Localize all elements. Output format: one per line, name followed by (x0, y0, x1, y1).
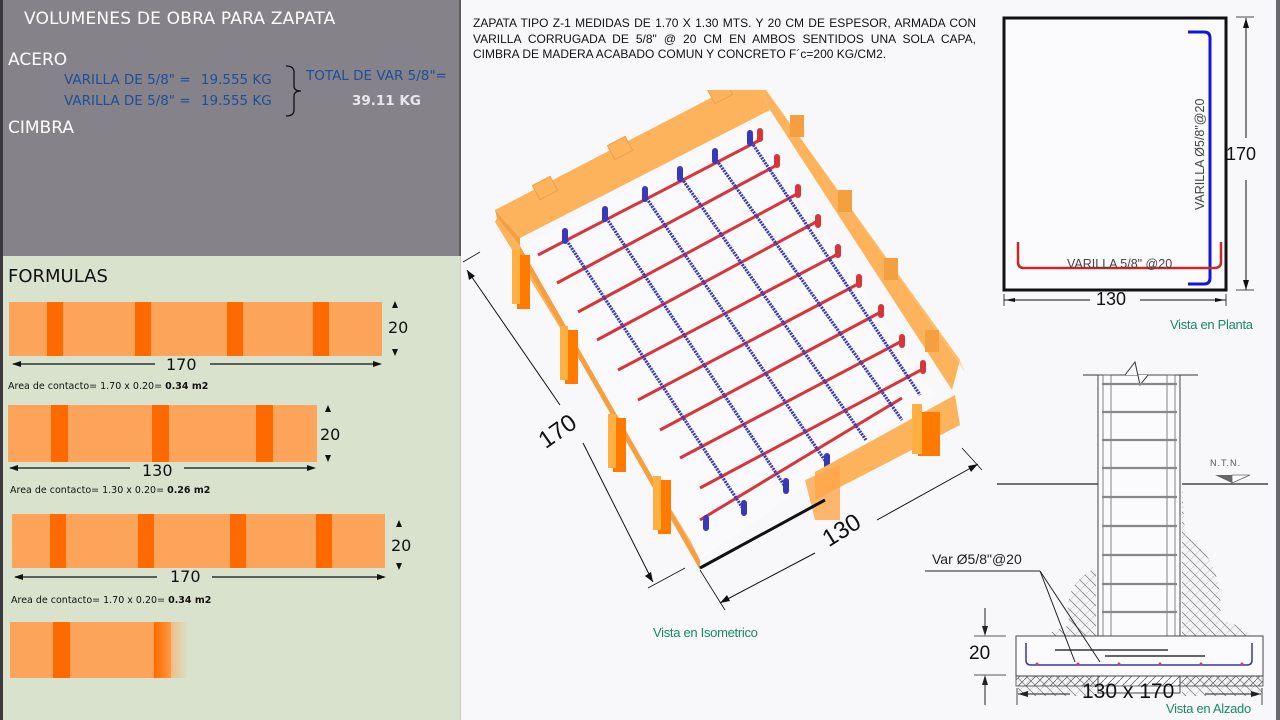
rebar-line-2-label: VARILLA DE 5/8" = (64, 93, 191, 109)
elevation-dims: 130 x 170 (1082, 680, 1175, 703)
board-stud (313, 302, 329, 356)
panel-title: VOLUMENES DE OBRA PARA ZAPATA (24, 9, 336, 29)
board-2-length: 130 (142, 461, 173, 480)
total-value: 39.11 KG (352, 93, 421, 109)
plan-caption: Vista en Planta (1170, 317, 1253, 332)
area-result: 0.34 m2 (165, 381, 209, 392)
rebar-line-1-label: VARILLA DE 5/8" = (64, 72, 191, 88)
area-formula: Area de contacto= 1.70 x 0.20= (8, 381, 163, 392)
board-stud (152, 405, 169, 462)
elevation-caption: Vista en Alzado (1166, 701, 1251, 716)
board-1-length: 170 (166, 355, 197, 374)
elevation-thickness: 20 (969, 643, 991, 664)
cimbra-heading: CIMBRA (8, 118, 74, 138)
board-stud (154, 622, 171, 678)
board-1-dimensions (12, 301, 398, 367)
frame-border (1276, 0, 1280, 720)
board-stud (53, 622, 70, 678)
formwork-board-130 (8, 405, 317, 462)
acero-heading: ACERO (8, 50, 68, 70)
board-3-length: 170 (170, 567, 201, 586)
board-2-area: Area de contacto= 1.30 x 0.20= 0.26 m2 (10, 485, 210, 496)
formwork-board-partial (10, 622, 188, 678)
board-stud (51, 405, 68, 462)
ground-level-label: N.T.N. (1210, 458, 1242, 468)
plan-vertical-bar-label: VARILLA Ø5/8"@20 (1193, 98, 1207, 210)
footing-description: ZAPATA TIPO Z-1 MEDIDAS DE 1.70 X 1.30 M… (473, 16, 976, 61)
board-stud (316, 514, 332, 568)
total-label: TOTAL DE VAR 5/8"= (306, 68, 447, 84)
rebar-line-1: VARILLA DE 5/8" = 19.555 KG (64, 72, 272, 88)
board-stud (135, 302, 151, 356)
board-stud (47, 302, 63, 356)
board-stud (227, 302, 243, 356)
area-result: 0.26 m2 (167, 485, 211, 496)
rebar-line-2-value: 19.555 KG (200, 93, 272, 109)
formwork-board-170 (9, 302, 382, 356)
area-formula: Area de contacto= 1.70 x 0.20= (11, 595, 166, 606)
area-formula: Area de contacto= 1.30 x 0.20= (10, 485, 165, 496)
rebar-line-2: VARILLA DE 5/8" = 19.555 KG (64, 93, 272, 109)
plan-dim-height: 170 (1226, 144, 1257, 164)
isometric-view (462, 90, 983, 611)
plan-horizontal-bar-label: VARILLA 5/8" @20 (1067, 257, 1173, 271)
board-1-area: Area de contacto= 1.70 x 0.20= 0.34 m2 (8, 381, 208, 392)
board-3-area: Area de contacto= 1.70 x 0.20= 0.34 m2 (11, 595, 211, 606)
board-2-height: 20 (320, 425, 341, 444)
plan-view (1002, 16, 1254, 306)
board-1-height: 20 (388, 318, 409, 337)
elevation-view (925, 360, 1268, 705)
board-stud (138, 514, 154, 568)
elevation-rebar-label: Var Ø5/8"@20 (932, 551, 1022, 567)
formwork-board-170 (12, 514, 385, 568)
area-result: 0.34 m2 (168, 595, 212, 606)
board-2-dimensions (9, 405, 331, 471)
isometric-caption: Vista en Isometrico (653, 625, 758, 640)
plan-dim-width: 130 (1096, 289, 1127, 309)
formulas-heading: FORMULAS (8, 266, 108, 287)
rebar-line-1-value: 19.555 KG (200, 72, 272, 88)
quantities-panel (0, 0, 461, 256)
board-3-height: 20 (391, 536, 412, 555)
board-stud (230, 514, 246, 568)
brace-icon (285, 65, 302, 117)
board-3-dimensions (14, 520, 402, 580)
board-stud (50, 514, 66, 568)
board-stud (256, 405, 273, 462)
